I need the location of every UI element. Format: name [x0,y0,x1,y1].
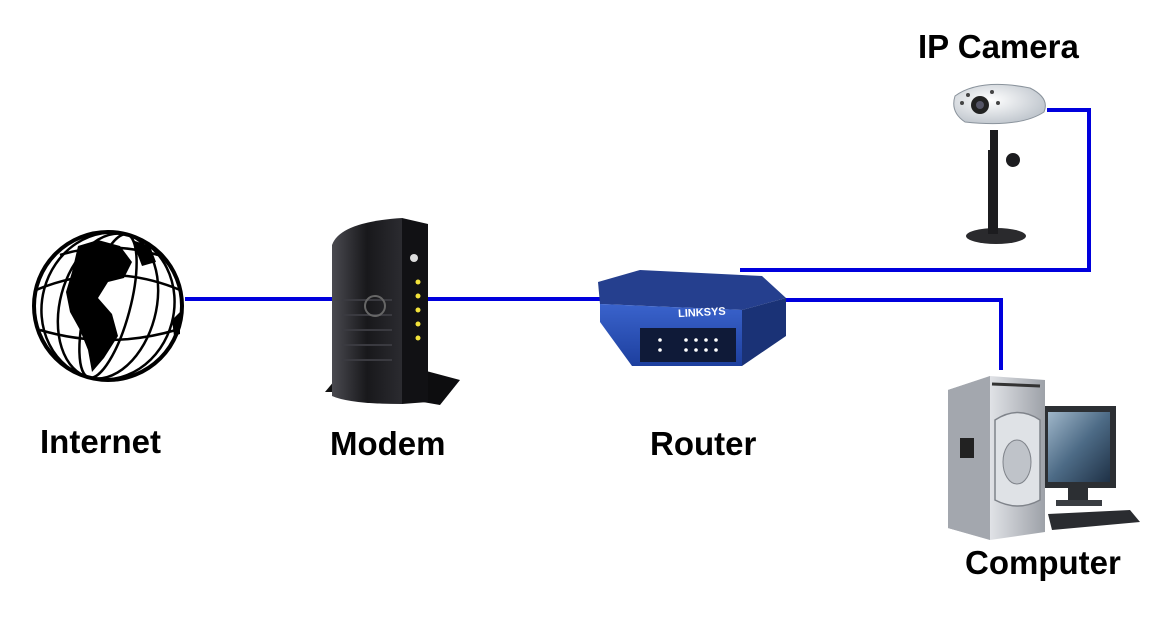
router-icon: LINKSYS [598,270,786,366]
router-label: Router [650,425,757,462]
router-camera-link [740,108,1091,272]
internet-label: Internet [40,423,162,460]
modem-label: Modem [330,425,446,462]
modem-icon [325,218,460,405]
connections [185,108,1091,370]
computer-icon [948,376,1140,540]
ip-camera-icon [953,83,1046,244]
computer-label: Computer [965,544,1121,581]
router-computer-link [785,298,1003,370]
globe-icon [32,230,184,382]
ip-camera-label: IP Camera [918,28,1079,65]
router-brand-text: LINKSYS [678,306,726,320]
